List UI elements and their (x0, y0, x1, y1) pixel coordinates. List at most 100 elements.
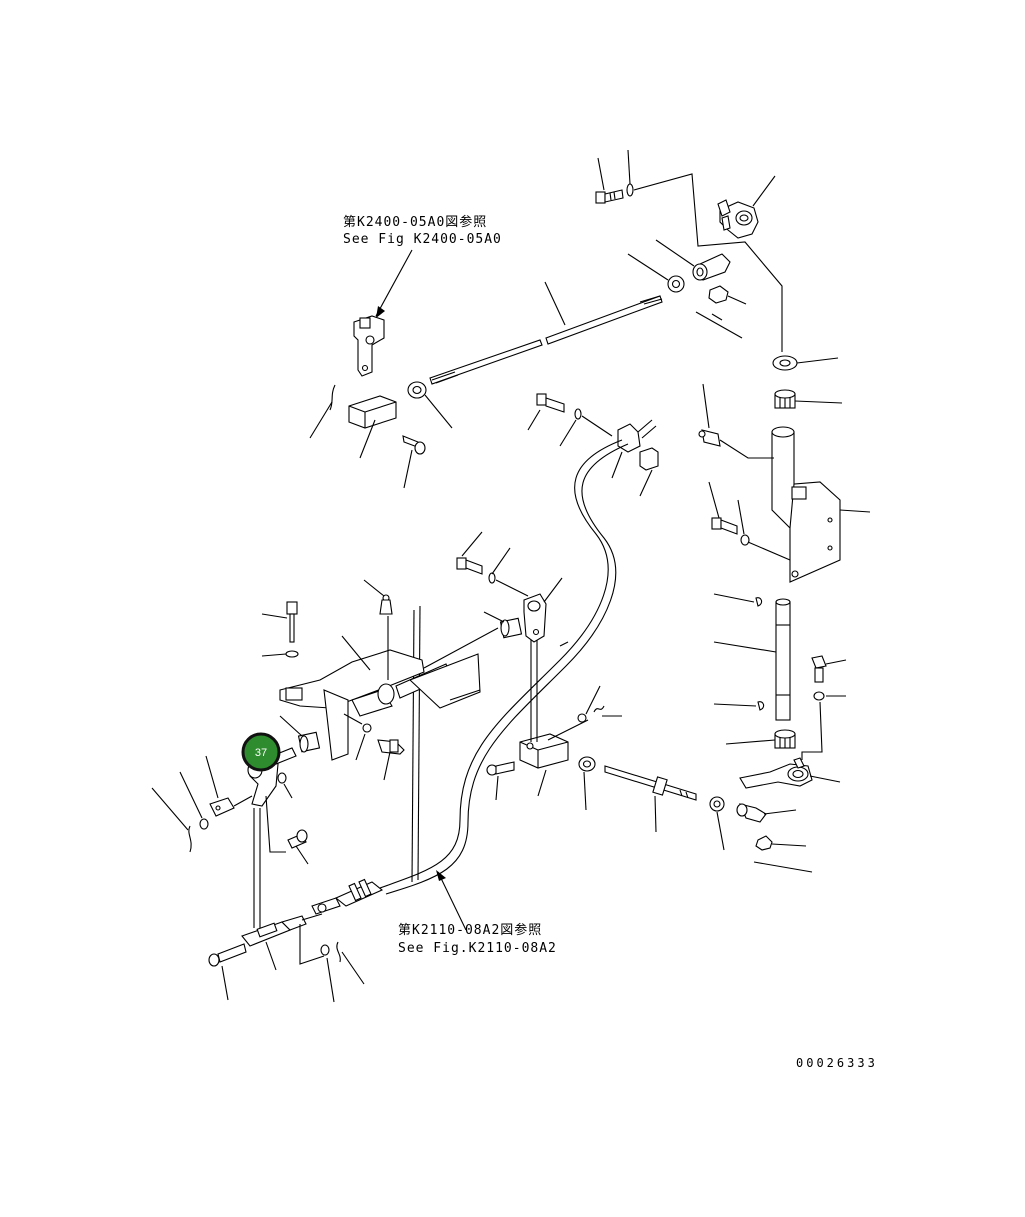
leader (295, 845, 309, 865)
leader (461, 531, 483, 557)
leader (491, 547, 511, 575)
assembly-line (301, 913, 323, 921)
nut-lower-mid (578, 756, 596, 772)
cotter-pin-top (329, 384, 336, 411)
assembly-line (495, 579, 529, 597)
washer-top (626, 183, 634, 197)
leader (753, 861, 813, 873)
clevis-mid (523, 593, 547, 643)
pin-top-left (402, 435, 426, 455)
leader (221, 965, 229, 1001)
leader (839, 509, 871, 513)
leader (713, 593, 755, 603)
bracket-right (771, 426, 841, 583)
leader (711, 313, 723, 321)
assembly-line (449, 689, 481, 701)
bracket-tube (408, 653, 481, 709)
leader (825, 659, 847, 665)
leader (611, 451, 623, 479)
leader (771, 843, 807, 847)
callout-37[interactable]: 37 (241, 732, 281, 772)
leader (543, 577, 563, 603)
ring-left (277, 772, 287, 784)
washer-bracket-low (362, 723, 372, 733)
leader (205, 755, 219, 799)
leader (261, 613, 288, 619)
bolt-top (595, 189, 624, 204)
grease-fitting-bracket (379, 594, 393, 615)
rod-vertical-right (775, 598, 791, 721)
pin-lower-mid (486, 761, 515, 776)
leader (179, 771, 203, 819)
reference-bottom-arrowhead (436, 870, 446, 881)
leader (559, 419, 577, 447)
bolt-mid (456, 557, 483, 575)
bolt-bracket (286, 601, 298, 643)
washer-lower-mid (577, 713, 587, 723)
assembly-line-top (633, 173, 783, 352)
leader (341, 951, 365, 985)
nut-right-low (755, 835, 773, 851)
clip-right-upper (755, 597, 763, 607)
cotter-pin-lower-mid (593, 705, 605, 713)
washer-cable-clamp (574, 408, 582, 420)
leader (537, 769, 547, 797)
control-cable-inner (379, 439, 623, 889)
leader (639, 469, 653, 497)
leader (424, 394, 453, 429)
assembly-line (547, 719, 589, 741)
bolt-right-low (811, 655, 827, 683)
cotter-pin-left (188, 825, 192, 853)
lever-top-right (717, 199, 759, 239)
leader (655, 239, 695, 267)
nut-rod-left (407, 381, 427, 399)
washer-right-low (813, 691, 825, 701)
leader (708, 481, 720, 519)
leader (383, 751, 391, 781)
clevis-top-left (353, 315, 385, 377)
cable-end-clevis (241, 915, 307, 947)
leader (355, 733, 366, 761)
leader (725, 739, 776, 745)
assembly-line (747, 541, 791, 561)
washer-bottom (320, 944, 330, 956)
leader (763, 809, 797, 815)
callout-number[interactable]: 37 (255, 747, 267, 759)
callout-badge-circle[interactable] (241, 732, 281, 772)
washer-mid (488, 572, 496, 584)
washer-left (199, 818, 209, 830)
reference-bottom-jp: 第K2110-08A2図参照 (398, 922, 542, 938)
bolt-cable-clamp (536, 393, 565, 413)
leader (702, 383, 710, 429)
leader (495, 775, 499, 801)
nut-small-top-right (708, 285, 729, 304)
rod-end-top-right (692, 253, 731, 281)
bushing-right-top (774, 389, 796, 409)
assembly-line-vertical (417, 605, 421, 881)
assembly-line-vertical (411, 609, 415, 883)
clevis-left (209, 797, 235, 817)
leader (794, 400, 843, 404)
washer-lower-right (709, 796, 725, 812)
leader (809, 775, 841, 783)
cotter-pin-bottom (336, 941, 341, 963)
bushing-bracket-left (297, 731, 321, 753)
bolt-bracket-low (377, 739, 405, 755)
drawing-code: 00026333 (796, 1056, 878, 1070)
clip-right-lower (757, 701, 765, 711)
leader (283, 783, 293, 799)
lever-right-low (739, 757, 813, 789)
nut-top-right (667, 275, 685, 293)
cable-end-fitting (311, 878, 384, 915)
assembly-line (343, 713, 363, 725)
leader (359, 419, 376, 459)
assembly-line (719, 439, 774, 459)
leader (279, 715, 303, 737)
leader (627, 253, 669, 281)
leader (597, 157, 605, 191)
washer-bracket (285, 650, 299, 658)
grease-fitting-right (698, 429, 721, 447)
leader (583, 771, 587, 811)
bushing-right-low (774, 729, 796, 749)
